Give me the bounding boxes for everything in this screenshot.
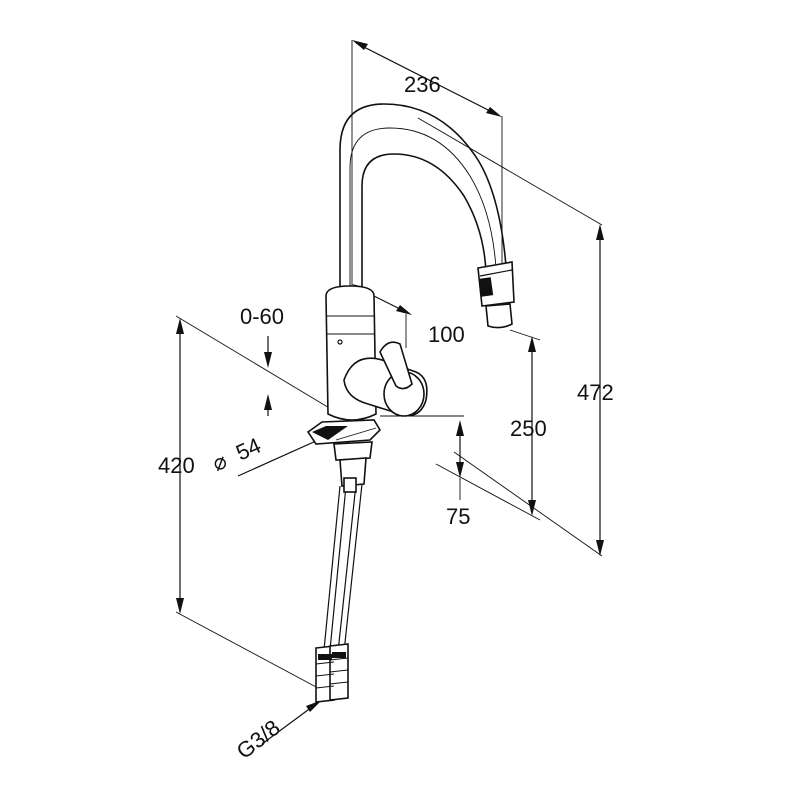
faucet-supply-hoses: [323, 441, 373, 653]
dimension-420: 420: [158, 315, 337, 689]
dim-label-100: 100: [428, 322, 465, 347]
faucet-lever: [343, 341, 428, 417]
dimension-472: 472: [417, 117, 614, 557]
dim-label-0-60: 0-60: [240, 304, 284, 329]
dim-symbol-diameter: ⌀: [208, 448, 230, 476]
dimension-0-60: 0-60: [240, 304, 284, 416]
dim-label-420: 420: [158, 453, 195, 478]
faucet-spout: [339, 103, 507, 296]
faucet-connectors: [315, 643, 349, 703]
dimension-75: 75: [380, 415, 470, 529]
dimension-g38: G3/8: [232, 700, 322, 764]
dim-label-g38: G3/8: [232, 715, 285, 764]
dim-label-75: 75: [446, 504, 470, 529]
dimension-250: 250: [435, 329, 547, 521]
dim-label-54: 54: [232, 433, 265, 466]
dimension-236: 236: [351, 40, 503, 300]
dim-label-236: 236: [404, 72, 441, 97]
dim-label-250: 250: [510, 416, 547, 441]
faucet-base-plate: [306, 419, 382, 445]
faucet-spray-head: [477, 261, 515, 329]
dim-label-472: 472: [577, 380, 614, 405]
